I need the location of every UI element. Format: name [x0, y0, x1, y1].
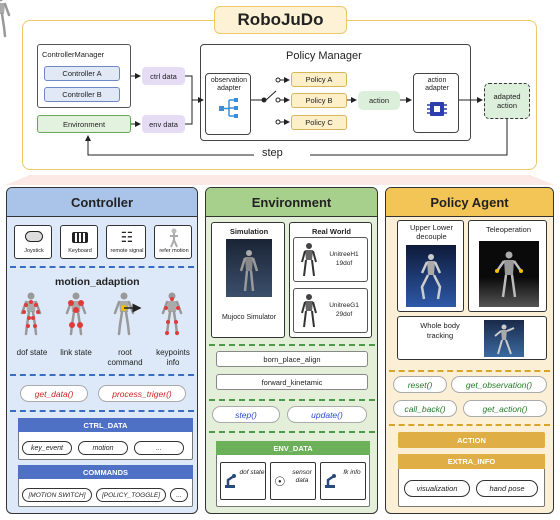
policy-a-box: Policy A — [291, 72, 347, 87]
get-data-method: get_data() — [20, 385, 88, 402]
policy-manager-label: Policy Manager — [286, 50, 362, 62]
environment-divider-3 — [209, 431, 375, 433]
ctrl-data-header: CTRL_DATA — [18, 418, 193, 432]
controller-divider-2 — [10, 374, 194, 376]
forward-kinetamic-func: forward_kinetamic — [216, 374, 368, 390]
unitree-h1-card: UnitreeH1 19dof — [293, 237, 368, 282]
policy-c-box: Policy C — [291, 115, 347, 130]
state-root: root command — [107, 348, 143, 367]
command-more: ... — [170, 488, 188, 502]
step-label: step — [258, 147, 287, 159]
joystick-icon — [25, 231, 43, 242]
robot-arm-icon — [225, 474, 236, 488]
policy-agent-header: Policy Agent — [386, 188, 553, 217]
controller-b-box: Controller B — [44, 87, 120, 102]
upper-lower-image — [406, 245, 456, 307]
state-dof: dof state — [16, 348, 48, 357]
sensor-icon: ☉ — [274, 474, 286, 489]
policy-divider-2 — [389, 424, 550, 426]
extra-info-header: EXTRA_INFO — [398, 454, 545, 469]
get-observation-method: get_observation() — [451, 376, 547, 393]
controller-divider-1 — [10, 266, 194, 268]
joystick-device: Joystick — [14, 225, 52, 259]
simulation-box: Simulation Mujoco Simulator — [211, 222, 285, 338]
motion-adaption-title: motion_adaption — [55, 276, 140, 288]
title-text: RoboJuDo — [237, 10, 324, 29]
env-data-box: env data — [142, 115, 185, 133]
refer-motion-device: refer motion — [154, 225, 192, 259]
upper-lower-card: Upper Lower decouple — [397, 220, 464, 312]
command-motion-switch: [MOTION SWITCH] — [22, 488, 92, 502]
human-figure-icon — [170, 228, 178, 248]
step-method: step() — [212, 406, 280, 423]
command-policy-toggle: [POLICY_TOGGLE] — [96, 488, 166, 502]
environment-header: Environment — [206, 188, 377, 217]
action-header: ACTION — [398, 432, 545, 448]
env-data-header: ENV_DATA — [216, 441, 370, 455]
wifi-signal-icon: ☷ — [120, 228, 134, 245]
whole-body-image — [484, 320, 524, 357]
ctrl-item-key-event: key_event — [22, 441, 72, 455]
ctrl-item-more: ... — [134, 441, 184, 455]
observation-adapter-box: observation adapter — [205, 73, 251, 135]
title-banner: RoboJuDo — [214, 6, 347, 34]
controller-divider-3 — [10, 410, 194, 412]
call-back-method: call_back() — [393, 400, 457, 417]
ctrl-data-box: ctrl data — [142, 67, 185, 85]
env-item-sensor: ☉ sensor data — [270, 462, 316, 500]
mujoco-scene-image — [226, 239, 272, 297]
env-item-dof: dof state — [220, 462, 266, 500]
robot-arm-icon — [325, 474, 336, 488]
unitree-g1-card: UnitreeG1 29dof — [293, 288, 368, 333]
policy-divider-1 — [389, 370, 550, 372]
commands-header: COMMANDS — [18, 465, 193, 479]
keyboard-icon — [72, 232, 88, 243]
update-method: update() — [287, 406, 367, 423]
environment-divider-1 — [209, 344, 375, 346]
environment-box: Environment — [37, 115, 131, 133]
adapted-action-box: adapted action — [484, 83, 530, 119]
chip-icon — [427, 102, 447, 116]
network-icon — [219, 98, 238, 118]
controller-a-box: Controller A — [44, 66, 120, 81]
teleoperation-card: Teleoperation — [468, 220, 547, 312]
reset-method: reset() — [393, 376, 447, 393]
ctrl-item-motion: motion — [78, 441, 128, 455]
remote-device: ☷ remote signal — [106, 225, 146, 259]
keyboard-device: Keyboard — [60, 225, 98, 259]
process-triger-method: process_triger() — [98, 385, 186, 402]
controller-header: Controller — [7, 188, 197, 217]
action-adapter-box: action adapter — [413, 73, 459, 133]
action-box: action — [358, 91, 400, 110]
state-keypoints: keypoints info — [156, 348, 190, 367]
visualization-item: visualization — [404, 480, 470, 497]
whole-body-card: Whole body tracking — [397, 316, 547, 360]
hand-pose-item: hand pose — [476, 480, 538, 497]
born-place-align-func: born_place_align — [216, 351, 368, 367]
teleoperation-image — [479, 241, 539, 307]
env-item-fk: fk info — [320, 462, 366, 500]
policy-b-box: Policy B — [291, 93, 347, 108]
get-action-method: get_action() — [463, 400, 547, 417]
state-link: link state — [60, 348, 92, 357]
environment-divider-2 — [209, 399, 375, 401]
controller-manager-label: ControllerManager — [42, 50, 105, 59]
